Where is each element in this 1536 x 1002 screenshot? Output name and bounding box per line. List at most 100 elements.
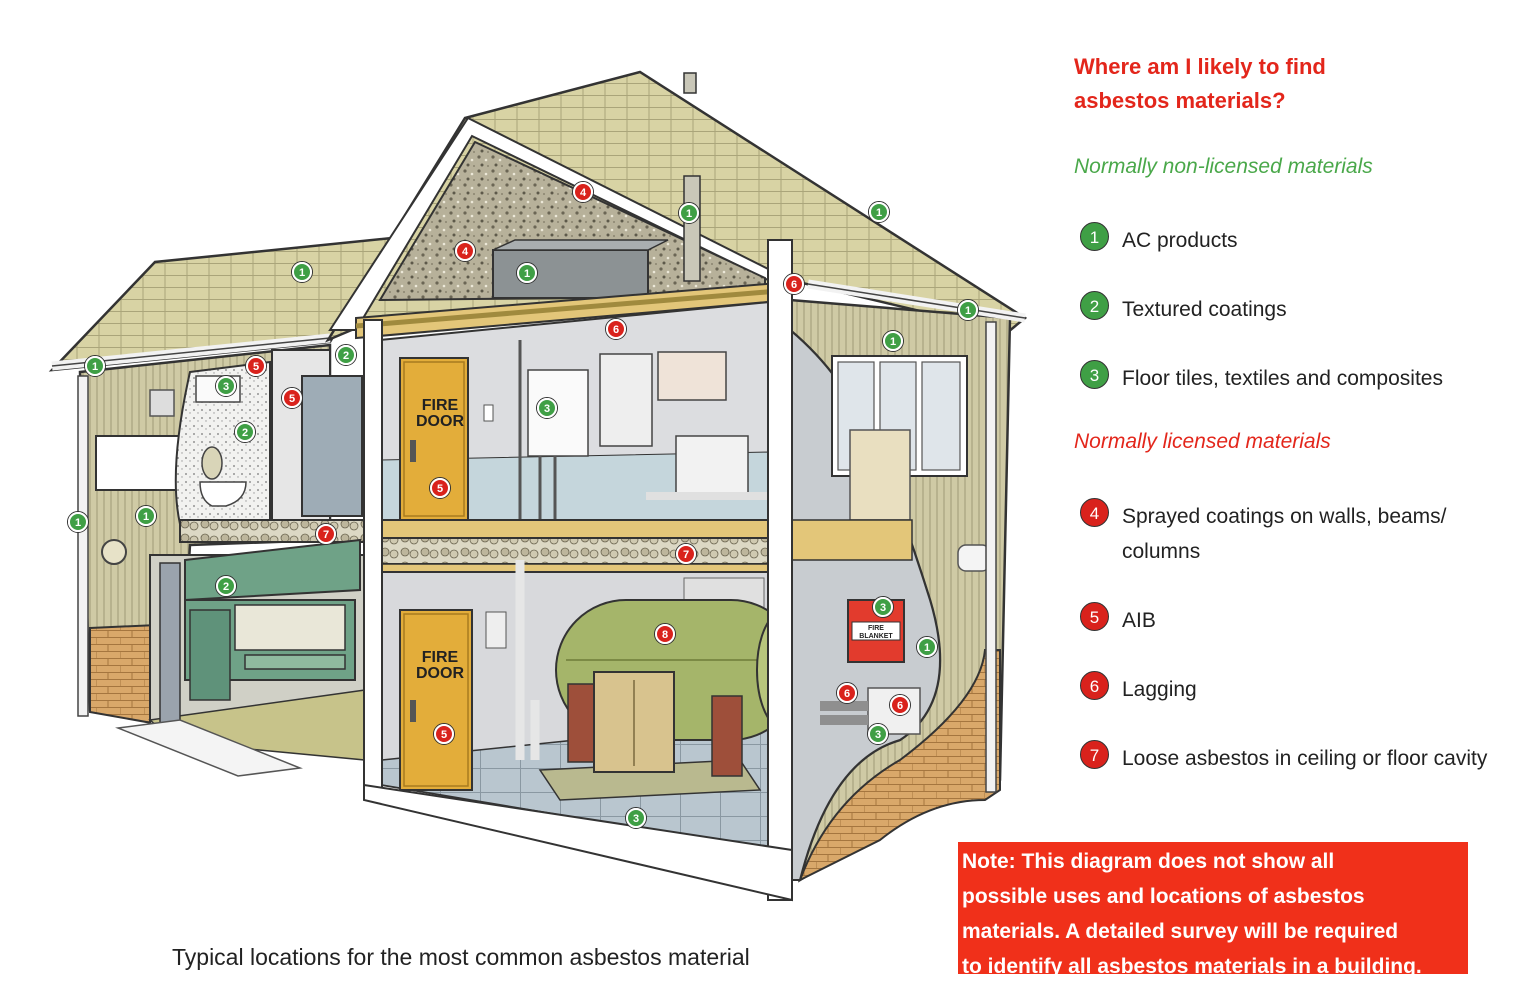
note-line3: materials. A detailed survey will be req… [962, 920, 1399, 943]
legend-item-label: Sprayed coatings on walls, beams/ column… [1122, 505, 1447, 563]
marker-ring [335, 344, 357, 366]
marker-ring [868, 201, 890, 223]
marker-label-3: 3 [880, 602, 886, 614]
marker-label-1: 1 [75, 517, 81, 529]
marker-ring [429, 477, 451, 499]
note-line2: possible uses and locations of asbestos [962, 885, 1365, 908]
marker-ring [872, 596, 894, 618]
lower-fire-door-sign-line2: DOOR [416, 665, 464, 682]
legend-item-label: Floor tiles, textiles and composites [1122, 367, 1443, 390]
marker-ring [654, 623, 676, 645]
marker-ring [315, 523, 337, 545]
marker-ring [454, 240, 476, 262]
illustration-caption: Typical locations for the most common as… [172, 944, 750, 970]
marker-label-5: 5 [437, 483, 443, 495]
marker-circle-5 [282, 388, 302, 408]
lower-fire-door-sign-line1: FIRE [422, 649, 459, 666]
marker-label-8: 8 [662, 629, 668, 641]
legend-item-label: Textured coatings [1122, 298, 1287, 321]
marker-ring [572, 181, 594, 203]
marker-ring [625, 807, 647, 829]
marker-circle-8 [655, 624, 675, 644]
upper-fire-door-sign-line1: FIRE [422, 397, 459, 414]
marker-ring [867, 723, 889, 745]
marker-circle-5 [246, 356, 266, 376]
marker-circle-6 [606, 319, 626, 339]
marker-circle-6 [784, 274, 804, 294]
marker-label-2: 2 [242, 427, 248, 439]
legend-title-line2: asbestos materials? [1074, 88, 1286, 113]
marker-circle-6 [890, 695, 910, 715]
legend-number-badge: 1 [1080, 222, 1109, 251]
marker-circle-6 [837, 683, 857, 703]
marker-ring [281, 387, 303, 409]
marker-circle-1 [68, 512, 88, 532]
marker-circle-2 [235, 422, 255, 442]
marker-ring [605, 318, 627, 340]
marker-ring [234, 421, 256, 443]
marker-label-6: 6 [791, 279, 797, 291]
marker-label-1: 1 [965, 305, 971, 317]
marker-label-6: 6 [844, 688, 850, 700]
legend-title: Where am I likely to find asbestos mater… [1074, 50, 1494, 118]
marker-label-1: 1 [92, 361, 98, 373]
marker-ring [882, 330, 904, 352]
marker-ring [215, 575, 237, 597]
marker-ring [836, 682, 858, 704]
marker-label-3: 3 [633, 813, 639, 825]
marker-ring [516, 262, 538, 284]
marker-label-3: 3 [544, 403, 550, 415]
marker-ring [245, 355, 267, 377]
marker-circle-4 [573, 182, 593, 202]
marker-circle-2 [216, 576, 236, 596]
marker-label-5: 5 [253, 361, 259, 373]
marker-label-1: 1 [686, 208, 692, 220]
marker-circle-1 [85, 356, 105, 376]
marker-ring [215, 375, 237, 397]
legend-item-label: Lagging [1122, 678, 1197, 701]
marker-circle-5 [434, 724, 454, 744]
marker-label-1: 1 [890, 336, 896, 348]
legend-number-badge: 5 [1080, 602, 1109, 631]
marker-circle-3 [868, 724, 888, 744]
marker-ring [675, 543, 697, 565]
marker-label-1: 1 [299, 267, 305, 279]
marker-circle-3 [626, 808, 646, 828]
marker-circle-3 [873, 597, 893, 617]
legend-number-badge: 2 [1080, 291, 1109, 320]
marker-circle-7 [316, 524, 336, 544]
marker-circle-1 [679, 203, 699, 223]
marker-circle-1 [869, 202, 889, 222]
marker-label-4: 4 [580, 187, 587, 199]
legend-number-badge: 7 [1080, 740, 1109, 769]
marker-ring [678, 202, 700, 224]
marker-ring [67, 511, 89, 533]
marker-ring [889, 694, 911, 716]
marker-label-6: 6 [613, 324, 619, 336]
marker-ring [291, 261, 313, 283]
marker-ring [916, 636, 938, 658]
marker-circle-3 [537, 398, 557, 418]
marker-label-1: 1 [143, 511, 149, 523]
marker-label-3: 3 [223, 381, 229, 393]
marker-label-5: 5 [289, 393, 295, 405]
legend-item-label: Loose asbestos in ceiling or floor cavit… [1122, 747, 1488, 770]
marker-label-1: 1 [524, 268, 530, 280]
legend-number-badge: 4 [1080, 498, 1109, 527]
licensed-group-label: Normally licensed materials [1074, 430, 1331, 453]
marker-circle-1 [517, 263, 537, 283]
legend-number-badge: 3 [1080, 360, 1109, 389]
marker-label-2: 2 [343, 350, 349, 362]
marker-ring [135, 505, 157, 527]
legend-item-label: AIB [1122, 609, 1156, 632]
marker-ring [536, 397, 558, 419]
marker-label-2: 2 [223, 581, 229, 593]
marker-circle-1 [136, 506, 156, 526]
marker-circle-5 [430, 478, 450, 498]
fire-blanket-sign-line2: BLANKET [859, 633, 893, 640]
marker-label-1: 1 [924, 642, 930, 654]
marker-label-3: 3 [875, 729, 881, 741]
marker-circle-3 [216, 376, 236, 396]
marker-ring [957, 299, 979, 321]
